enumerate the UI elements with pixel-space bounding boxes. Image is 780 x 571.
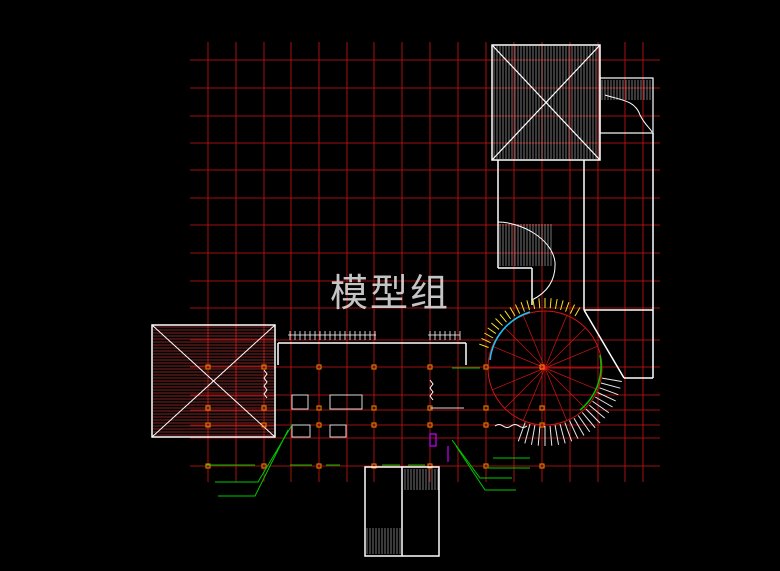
east-wing-walls bbox=[497, 133, 654, 379]
spiral-stair bbox=[479, 298, 622, 446]
column-markers bbox=[205, 364, 545, 469]
railing bbox=[288, 331, 461, 340]
main-hall bbox=[277, 342, 467, 365]
magenta-elements bbox=[429, 433, 449, 462]
hip-roof-northeast bbox=[491, 44, 601, 161]
porch-hatch bbox=[366, 469, 439, 554]
south-porch bbox=[364, 466, 440, 557]
hip-roof-hatch bbox=[493, 46, 600, 159]
interior-partitions bbox=[263, 369, 528, 438]
hip-roof-west bbox=[151, 324, 276, 438]
east-wing-stair-hatch bbox=[497, 221, 556, 301]
axis-grid-horizontal bbox=[190, 59, 660, 467]
annex-northeast bbox=[599, 77, 654, 134]
annotation-leaders bbox=[206, 367, 530, 497]
